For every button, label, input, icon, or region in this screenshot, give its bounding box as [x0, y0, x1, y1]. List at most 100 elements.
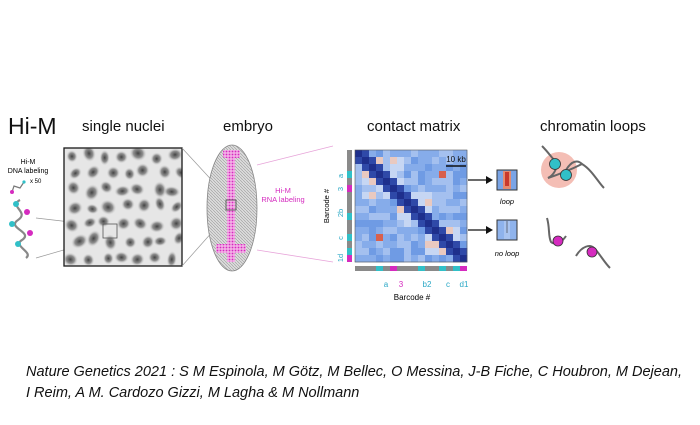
matrix-cell	[453, 227, 461, 235]
barcode-cell	[347, 178, 352, 185]
matrix-cell	[369, 234, 377, 242]
barcode-cell	[347, 171, 352, 178]
matrix-cell	[432, 248, 440, 256]
matrix-cell	[362, 171, 370, 179]
matrix-cell	[439, 241, 447, 249]
matrix-cell	[404, 192, 412, 200]
matrix-cell	[369, 185, 377, 193]
nucleus	[66, 180, 81, 196]
matrix-cell	[460, 234, 468, 242]
matrix-cell	[355, 227, 363, 235]
matrix-cell	[418, 157, 426, 165]
barcode-cell	[460, 266, 467, 271]
embryo-zoom-box	[225, 199, 237, 211]
nucleus	[86, 164, 101, 180]
no-loop-label: no loop	[495, 249, 520, 258]
matrix-cell	[376, 255, 384, 263]
matrix-cell	[453, 206, 461, 214]
matrix-cell	[390, 241, 398, 249]
matrix-cell	[355, 206, 363, 214]
arrows	[468, 176, 493, 234]
citation-caption: Nature Genetics 2021 : S M Espinola, M G…	[26, 364, 682, 401]
matrix-cell	[446, 171, 454, 179]
y-tick: a	[336, 173, 345, 178]
nucleus	[86, 229, 101, 247]
matrix-cell	[425, 150, 433, 158]
matrix-cell	[411, 248, 419, 256]
matrix-cell	[453, 220, 461, 228]
matrix-cell	[390, 150, 398, 158]
x-axis-label: Barcode #	[394, 293, 431, 302]
panel-title-matrix: contact matrix	[367, 118, 461, 135]
matrix-cell	[418, 150, 426, 158]
matrix-cell	[432, 171, 440, 179]
nucleus	[168, 216, 182, 231]
matrix-cell	[390, 185, 398, 193]
matrix-cell	[411, 255, 419, 263]
matrix-cell	[453, 150, 461, 158]
matrix-cell	[383, 150, 391, 158]
matrix-cell	[460, 213, 468, 221]
matrix-cell	[383, 227, 391, 235]
nucleus	[113, 251, 130, 264]
matrix-cell	[383, 157, 391, 165]
matrix-cell	[439, 164, 447, 172]
matrix-cell	[418, 164, 426, 172]
nucleus	[123, 167, 136, 181]
matrix-cell	[355, 192, 363, 200]
matrix-cell	[404, 255, 412, 263]
barcode-cell	[347, 199, 352, 206]
matrix-cell	[376, 220, 384, 228]
matrix-cell	[425, 206, 433, 214]
x-tick: a	[384, 280, 389, 289]
matrix-cell	[439, 248, 447, 256]
matrix-cell	[425, 241, 433, 249]
no-loop-icon	[546, 217, 611, 269]
nucleus	[64, 218, 80, 233]
matrix-cell	[397, 157, 405, 165]
matrix-cell	[390, 255, 398, 263]
barcode-cell	[347, 157, 352, 164]
loop-label: loop	[500, 197, 514, 206]
matrix-cell	[369, 206, 377, 214]
matrix-cell	[432, 157, 440, 165]
y-axis-label: Barcode #	[322, 188, 331, 223]
nucleus	[82, 148, 96, 162]
matrix-cell	[425, 227, 433, 235]
matrix-cell	[425, 220, 433, 228]
matrix-cell	[362, 164, 370, 172]
matrix-cell	[418, 213, 426, 221]
matrix-cell	[439, 192, 447, 200]
matrix-cell	[355, 255, 363, 263]
chromatin-fiber-icon	[9, 199, 33, 259]
matrix-cell	[418, 227, 426, 235]
loop-inset: loop	[496, 169, 518, 206]
matrix-cell	[355, 241, 363, 249]
matrix-cell	[376, 157, 384, 165]
matrix-cell	[425, 157, 433, 165]
matrix-cell	[383, 234, 391, 242]
matrix-cell	[355, 185, 363, 193]
matrix-cell	[453, 178, 461, 186]
matrix-cell	[404, 178, 412, 186]
nucleus	[153, 181, 167, 199]
matrix-cell	[362, 157, 370, 165]
matrix-cell	[397, 199, 405, 207]
barcode-cell	[397, 266, 404, 271]
matrix-cell	[432, 255, 440, 263]
matrix-cell	[446, 227, 454, 235]
nucleus	[66, 150, 78, 163]
matrix-cell	[397, 213, 405, 221]
matrix-cell	[376, 213, 384, 221]
nucleus	[64, 252, 79, 266]
matrix-cell	[390, 213, 398, 221]
matrix-cell	[425, 185, 433, 193]
matrix-cell	[390, 220, 398, 228]
matrix-cell	[432, 178, 440, 186]
matrix-cell	[439, 213, 447, 221]
nucleus	[130, 252, 145, 266]
matrix-cell	[355, 199, 363, 207]
matrix-cell	[411, 185, 419, 193]
x-tick: d1	[460, 280, 469, 289]
